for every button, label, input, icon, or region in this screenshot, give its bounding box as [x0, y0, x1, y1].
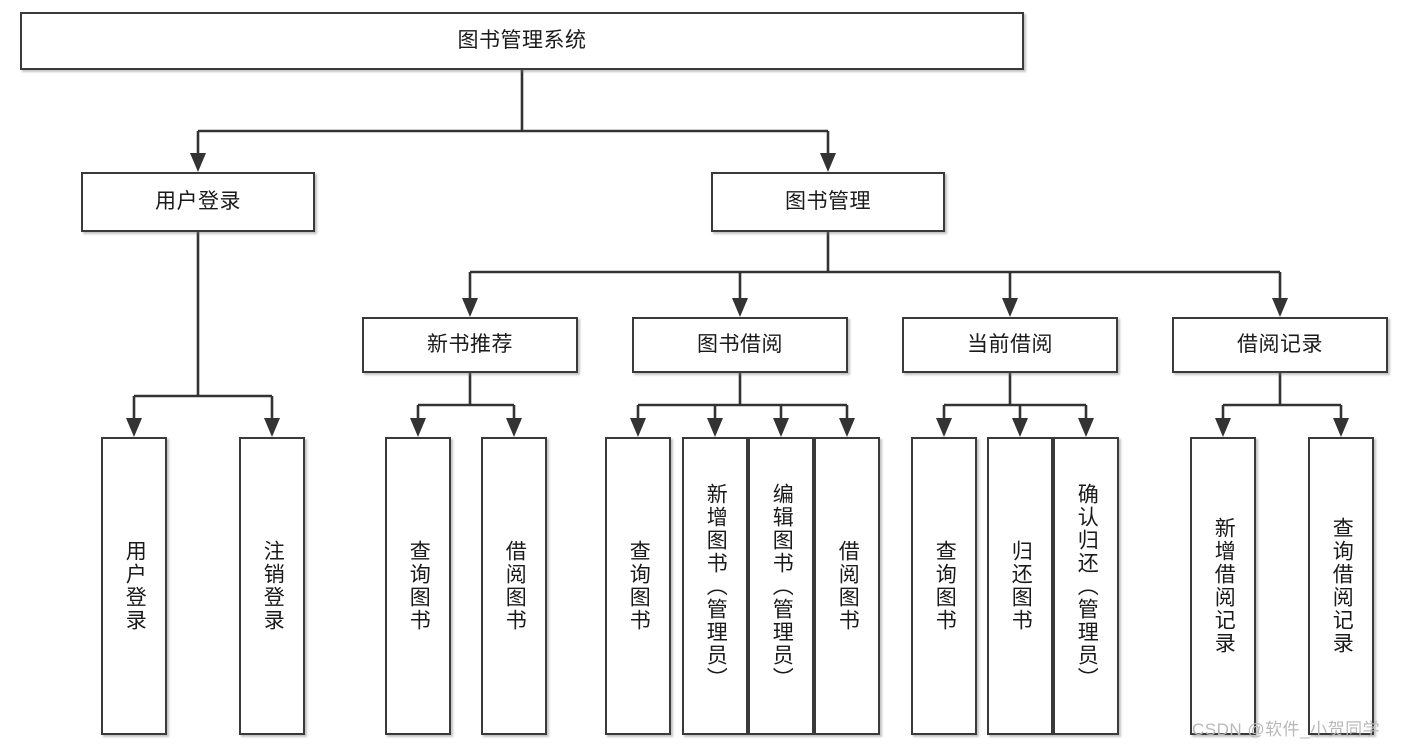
node-current-borrow[interactable]: 当前借阅 [902, 317, 1118, 373]
node-leaf-borrow-book-1[interactable]: 借阅图书 [481, 437, 547, 735]
node-root[interactable]: 图书管理系统 [20, 12, 1024, 70]
node-leaf-user-logout[interactable]: 注销登录 [239, 437, 305, 735]
node-leaf-add-record[interactable]: 新增借阅记录 [1190, 437, 1256, 735]
node-leaf-query-book-2[interactable]: 查询图书 [605, 437, 671, 735]
node-label: 借阅图书 [836, 540, 860, 632]
node-book-borrow[interactable]: 图书借阅 [632, 317, 848, 373]
node-label: 查询图书 [933, 540, 957, 632]
node-leaf-confirm-return[interactable]: 确认归还（管理员） [1053, 437, 1119, 735]
node-label: 新增借阅记录 [1212, 517, 1236, 655]
node-label: 注销登录 [261, 540, 285, 632]
node-label: 当前借阅 [967, 333, 1053, 357]
node-leaf-user-login[interactable]: 用户登录 [101, 437, 167, 735]
node-book-manage[interactable]: 图书管理 [711, 172, 945, 232]
node-label: 新书推荐 [427, 333, 513, 357]
node-label: 用户登录 [155, 190, 241, 214]
csdn-watermark: CSDN @软件_小贺同学 [1192, 720, 1381, 739]
node-leaf-query-book-3[interactable]: 查询图书 [911, 437, 977, 735]
node-leaf-return-book[interactable]: 归还图书 [987, 437, 1053, 735]
node-leaf-add-book[interactable]: 新增图书（管理员） [682, 437, 748, 735]
node-leaf-borrow-book-2[interactable]: 借阅图书 [814, 437, 880, 735]
node-leaf-edit-book[interactable]: 编辑图书（管理员） [748, 437, 814, 735]
node-label: 借阅记录 [1237, 333, 1323, 357]
node-label: 查询图书 [407, 540, 431, 632]
node-borrow-record[interactable]: 借阅记录 [1172, 317, 1388, 373]
node-label: 图书管理系统 [457, 29, 587, 53]
node-label: 编辑图书（管理员） [770, 482, 794, 690]
node-label: 查询借阅记录 [1330, 517, 1354, 655]
node-label: 确认归还（管理员） [1075, 482, 1099, 690]
node-label: 图书借阅 [697, 333, 783, 357]
node-label: 用户登录 [123, 540, 147, 632]
node-label: 借阅图书 [503, 540, 527, 632]
node-label: 新增图书（管理员） [704, 482, 728, 690]
node-label: 图书管理 [785, 190, 871, 214]
node-user-login[interactable]: 用户登录 [81, 172, 315, 232]
node-label: 归还图书 [1009, 540, 1033, 632]
node-label: 查询图书 [627, 540, 651, 632]
node-new-book-recommend[interactable]: 新书推荐 [362, 317, 578, 373]
node-leaf-query-record[interactable]: 查询借阅记录 [1308, 437, 1374, 735]
node-leaf-query-book-1[interactable]: 查询图书 [385, 437, 451, 735]
